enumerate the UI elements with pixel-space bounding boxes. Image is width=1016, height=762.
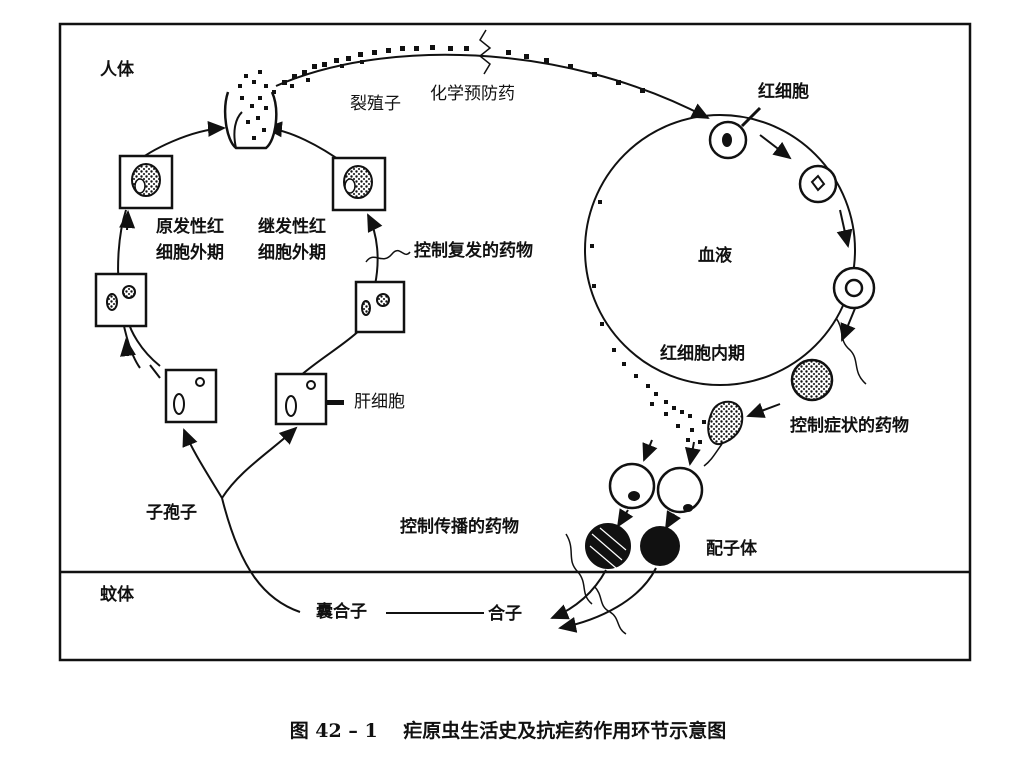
rbc-ring-stage [798, 164, 838, 204]
gametocyte-to-zygote-2 [558, 567, 657, 633]
blood-cycle-dots [590, 200, 706, 444]
prophylaxis-squiggle [478, 29, 492, 75]
zygote-label: 合子 [488, 604, 522, 624]
liver-cell-secondary-2 [354, 280, 406, 334]
region-human-label: 人体 [100, 60, 134, 80]
transmission-drug-label: 控制传播的药物 [400, 517, 519, 537]
rbc-schizont [790, 358, 834, 402]
symptom-drug-label: 控制症状的药物 [790, 416, 909, 436]
transmission-drug-squiggle-2 [593, 585, 627, 635]
rbc-label: 红细胞 [758, 82, 809, 102]
rbc-trophozoite [832, 266, 876, 310]
chem-prophylaxis-label: 化学预防药 [430, 84, 515, 104]
region-mosquito-label: 蚊体 [100, 585, 134, 605]
rbc-pointer [740, 106, 762, 128]
relapse-drug-squiggle [365, 249, 411, 263]
macrogametocyte [585, 523, 631, 569]
rbc-ruptured [703, 400, 744, 467]
sporozoite-to-liver-left [182, 428, 223, 499]
liver-cell-pointer [326, 400, 344, 405]
symptom-drug-squiggle [835, 317, 867, 385]
liver-cell-primary-2 [94, 272, 148, 328]
ruptured-liver-schizont [224, 70, 278, 150]
gametocyte-to-zygote-1 [550, 569, 607, 620]
rbc-with-merozoite [708, 120, 748, 160]
transmission-drug-squiggle-1 [565, 533, 593, 605]
secondary-exo-label: 继发性红 细胞外期 [258, 217, 326, 263]
merozoite-path [275, 53, 710, 119]
liver-cell-label: 肝细胞 [354, 392, 405, 412]
liver-cell-secondary-1 [274, 372, 328, 426]
erythrocytic-label: 红细胞内期 [660, 344, 745, 364]
figure-caption: 图 42 – 1 疟原虫生活史及抗疟药作用环节示意图 [289, 720, 727, 742]
gametocyte-rbc-male [656, 466, 704, 514]
sporozoite-to-liver-right [221, 426, 298, 499]
liver-schizont-primary [118, 154, 174, 210]
diagram-frame [58, 22, 972, 662]
relapse-drug-label: 控制复发的药物 [414, 241, 533, 261]
microgametocyte [640, 526, 680, 566]
sporozoite-label: 子孢子 [146, 503, 197, 523]
gametocyte-label: 配子体 [706, 539, 757, 559]
blood-cycle [584, 114, 856, 386]
oocyst-label: 囊合子 [316, 602, 367, 622]
oocyst-to-sporozoite [221, 497, 301, 613]
gametocyte-rbc-female [608, 462, 656, 510]
liver-cell-primary-1 [164, 368, 218, 424]
merozoite-label: 裂殖子 [350, 94, 401, 114]
merozoite-dots [282, 45, 645, 93]
primary-exo-label: 原发性红 细胞外期 [156, 217, 224, 263]
blood-label: 血液 [698, 246, 732, 266]
liver-schizont-secondary [331, 156, 387, 212]
